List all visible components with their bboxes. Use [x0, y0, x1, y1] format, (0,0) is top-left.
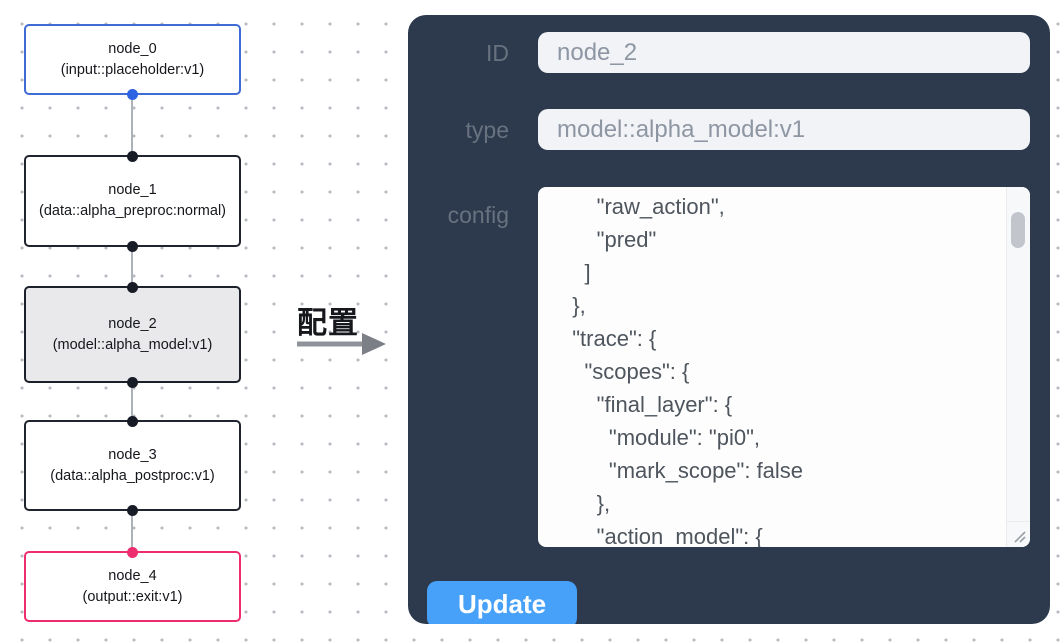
flow-node-node-0[interactable]: node_0 (input::placeholder:v1) [24, 24, 241, 100]
flow-node-node-4[interactable]: node_4 (output::exit:v1) [24, 546, 241, 622]
scrollbar-corner [1006, 521, 1030, 547]
right-arrow-icon [297, 333, 386, 355]
resize-handle-icon[interactable] [1011, 528, 1027, 544]
node-type-label: (data::alpha_preproc:normal) [39, 203, 226, 219]
node-input-handle[interactable] [127, 281, 138, 293]
update-button[interactable]: Update [427, 581, 577, 624]
node-type-label: (output::exit:v1) [82, 588, 183, 605]
type-field-label: type [465, 117, 509, 143]
node-output-handle[interactable] [127, 88, 138, 100]
node-id-label: node_0 [108, 40, 157, 57]
type-input[interactable] [538, 109, 1030, 150]
scrollbar-thumb[interactable] [1011, 212, 1025, 248]
node-id-label: node_1 [108, 182, 157, 199]
node-output-handle[interactable] [127, 240, 138, 252]
id-input[interactable] [538, 32, 1030, 73]
flow-node-node-2-selected[interactable]: node_2 (model::alpha_model:v1) [24, 281, 241, 388]
textarea-scrollbar[interactable] [1006, 187, 1030, 547]
id-field-label: ID [486, 40, 509, 66]
edge-node2-node3 [131, 383, 133, 420]
node-type-label: (input::placeholder:v1) [60, 61, 205, 78]
config-annotation-label: 配置 [297, 307, 359, 340]
node-input-handle[interactable] [127, 415, 138, 427]
config-panel: ID type config "raw_action", "pred" ] },… [408, 15, 1050, 624]
node-output-handle[interactable] [127, 504, 138, 516]
node-type-label: (model::alpha_model:v1) [52, 336, 213, 353]
node-id-label: node_4 [108, 567, 157, 584]
node-output-handle[interactable] [127, 376, 138, 388]
edge-node0-node1 [131, 95, 133, 155]
config-field-label: config [447, 202, 509, 228]
flow-canvas: node_0 (input::placeholder:v1) node_1 (d… [0, 0, 290, 643]
node-id-label: node_2 [108, 315, 157, 332]
node-input-handle[interactable] [127, 546, 138, 558]
node-input-handle[interactable] [127, 150, 138, 162]
flow-node-node-3[interactable]: node_3 (data::alpha_postproc:v1) [24, 415, 241, 516]
node-id-label: node_3 [108, 446, 157, 463]
config-textarea[interactable]: "raw_action", "pred" ] }, "trace": { "sc… [538, 187, 1030, 547]
node-type-label: (data::alpha_postproc:v1) [50, 467, 215, 484]
edge-node3-node4 [131, 511, 133, 551]
config-json-text: "raw_action", "pred" ] }, "trace": { "sc… [572, 194, 804, 547]
flow-node-node-1[interactable]: node_1 (data::alpha_preproc:normal) [24, 150, 241, 252]
edge-node1-node2 [131, 247, 133, 286]
